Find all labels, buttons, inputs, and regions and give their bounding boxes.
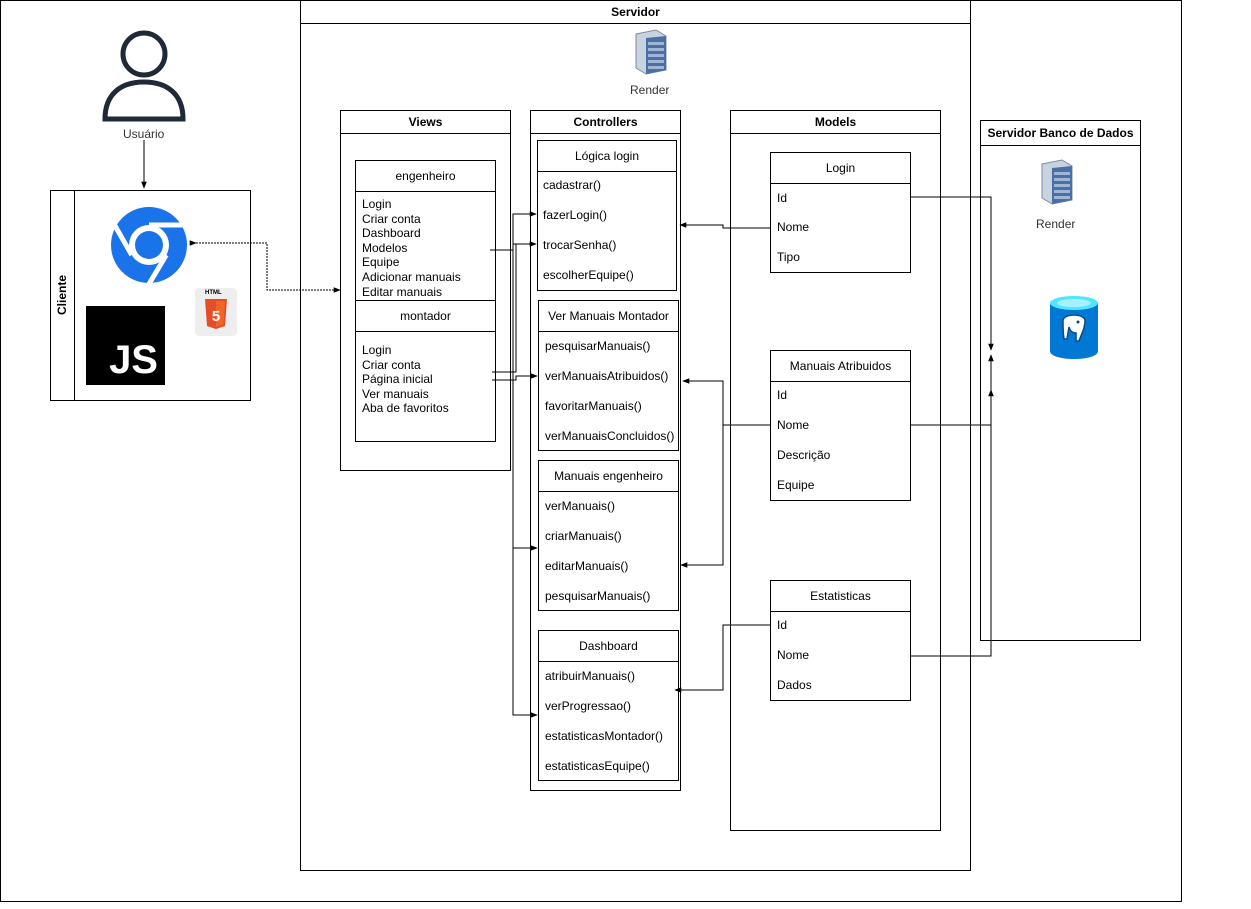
model-field: Tipo bbox=[777, 250, 800, 264]
model-field: Id bbox=[777, 388, 788, 402]
chrome-icon bbox=[111, 207, 187, 284]
server-icon bbox=[635, 29, 667, 75]
controller-method: estatisticasMontador() bbox=[545, 729, 664, 743]
controller-method: verManuaisAtribuidos() bbox=[545, 369, 669, 383]
view-engenheiro-item: Dashboard bbox=[362, 226, 421, 241]
view-engenheiro-item: Login bbox=[362, 197, 392, 211]
model-field: Id bbox=[777, 191, 788, 205]
view-montador-item: Aba de favoritos bbox=[362, 401, 449, 416]
controller-manuais-engenheiro: Manuais engenheiro verManuais() criarMan… bbox=[538, 460, 679, 611]
model-manuais-atribuidos: Manuais Atribuidos Id Nome Descrição Equ… bbox=[770, 350, 911, 501]
controller-title: Lógica login bbox=[538, 141, 676, 172]
controller-title: Ver Manuais Montador bbox=[539, 301, 678, 332]
controller-method: trocarSenha() bbox=[543, 238, 617, 252]
model-field: Dados bbox=[777, 678, 812, 692]
views-title: Views bbox=[341, 111, 510, 134]
controller-method: estatisticasEquipe() bbox=[545, 759, 650, 773]
view-engenheiro: engenheiro Login Criar conta Dashboard M… bbox=[355, 160, 496, 301]
view-engenheiro-title: engenheiro bbox=[356, 161, 495, 192]
controller-method: fazerLogin() bbox=[543, 208, 608, 222]
view-montador-item: Página inicial bbox=[362, 372, 433, 387]
controller-ver-manuais-montador: Ver Manuais Montador pesquisarManuais() … bbox=[538, 300, 679, 451]
model-login: Login Id Nome Tipo bbox=[770, 152, 911, 273]
controller-title: Manuais engenheiro bbox=[539, 461, 678, 492]
controller-method: editarManuais() bbox=[545, 559, 629, 573]
user-icon bbox=[102, 30, 186, 122]
db-server-container: Servidor Banco de Dados bbox=[980, 120, 1141, 641]
model-field: Equipe bbox=[777, 478, 815, 492]
controller-method: escolherEquipe() bbox=[543, 268, 634, 282]
db-render-label: Render bbox=[1036, 217, 1076, 231]
controller-method: pesquisarManuais() bbox=[545, 589, 651, 603]
view-montador-item: Criar conta bbox=[362, 357, 421, 372]
model-title: Login bbox=[771, 153, 910, 184]
db-server-title: Servidor Banco de Dados bbox=[981, 121, 1140, 146]
model-field: Nome bbox=[777, 648, 810, 662]
postgres-database-icon bbox=[1050, 296, 1098, 359]
view-engenheiro-item: Modelos bbox=[362, 240, 408, 255]
controller-method: favoritarManuais() bbox=[545, 399, 642, 413]
servidor-title: Servidor bbox=[301, 1, 970, 24]
models-title: Models bbox=[731, 111, 940, 134]
view-montador-item: Login bbox=[362, 343, 392, 357]
view-montador-title: montador bbox=[356, 301, 495, 332]
model-field: Id bbox=[777, 618, 788, 632]
server-icon bbox=[1041, 159, 1073, 205]
controller-method: verManuais() bbox=[545, 499, 616, 513]
controller-method: verManuaisConcluidos() bbox=[545, 429, 675, 443]
html5-icon: HTML 5 bbox=[195, 288, 237, 336]
servidor-render-label: Render bbox=[630, 83, 670, 97]
cliente-sidebar bbox=[51, 191, 75, 400]
controller-logica-login: Lógica login cadastrar() fazerLogin() tr… bbox=[537, 140, 677, 291]
svg-text:5: 5 bbox=[212, 308, 220, 325]
model-field: Nome bbox=[777, 220, 810, 234]
controller-method: cadastrar() bbox=[543, 178, 602, 192]
controller-dashboard: Dashboard atribuirManuais() verProgressa… bbox=[538, 630, 679, 781]
javascript-icon-text: JS bbox=[109, 338, 158, 382]
controller-method: pesquisarManuais() bbox=[545, 339, 651, 353]
controllers-title: Controllers bbox=[531, 111, 680, 134]
view-engenheiro-item: Criar conta bbox=[362, 211, 421, 226]
model-estatisticas: Estatisticas Id Nome Dados bbox=[770, 580, 911, 701]
view-montador: montador Login Criar conta Página inicia… bbox=[355, 300, 496, 442]
model-field: Nome bbox=[777, 418, 810, 432]
view-engenheiro-item: Editar manuais bbox=[362, 284, 443, 299]
view-engenheiro-item: Equipe bbox=[362, 255, 400, 270]
user-label: Usuário bbox=[123, 127, 165, 141]
model-title: Manuais Atribuidos bbox=[771, 351, 910, 382]
controller-method: verProgressao() bbox=[545, 699, 632, 713]
controller-method: criarManuais() bbox=[545, 529, 622, 543]
html5-icon-text: HTML bbox=[205, 290, 222, 296]
view-engenheiro-item: Adicionar manuais bbox=[362, 270, 461, 284]
controller-title: Dashboard bbox=[539, 631, 678, 662]
javascript-icon: JS bbox=[86, 306, 165, 385]
controller-method: atribuirManuais() bbox=[545, 669, 636, 683]
model-title: Estatisticas bbox=[771, 581, 910, 612]
view-montador-item: Ver manuais bbox=[362, 386, 429, 401]
model-field: Descrição bbox=[777, 448, 831, 462]
